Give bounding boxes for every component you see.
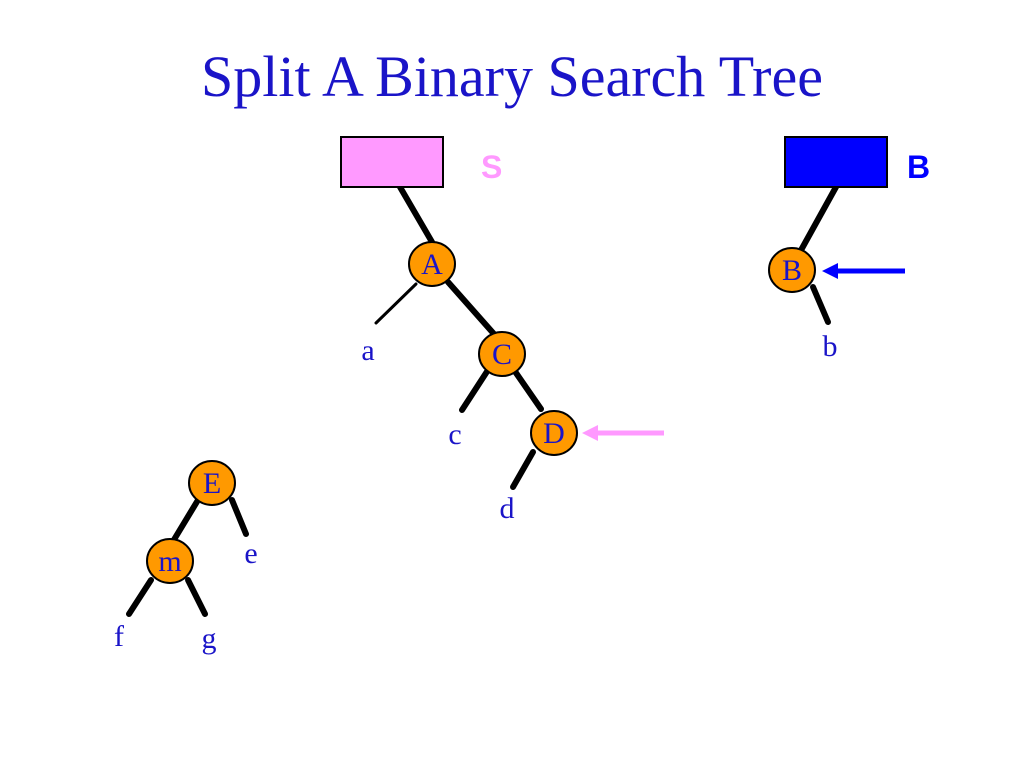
edge-C-to-D: [511, 367, 544, 412]
small-box: [340, 136, 444, 188]
node-A: [408, 241, 456, 287]
edge-D-to-d: [510, 449, 536, 490]
node-m: [146, 538, 194, 584]
tree-edges: [126, 184, 839, 617]
leaf-c: c: [448, 418, 461, 451]
edge-b-box-to-B: [797, 184, 839, 255]
node-E-label: E: [203, 467, 221, 500]
node-A-label: A: [421, 248, 443, 281]
node-B: [768, 247, 816, 293]
leaf-e: e: [244, 537, 257, 570]
big-box-label: B: [907, 149, 930, 185]
edge-A-to-a: [374, 282, 418, 325]
leaf-d: d: [500, 492, 515, 525]
node-m-label: m: [158, 545, 181, 578]
edge-B-to-b: [810, 284, 831, 325]
leaf-f: f: [114, 620, 124, 653]
edge-A-to-C: [445, 279, 497, 337]
node-B-label: B: [782, 254, 802, 287]
node-C: [478, 331, 526, 377]
node-E: [188, 460, 236, 506]
pointer-arrow-B: [822, 263, 905, 279]
leaf-a: a: [361, 334, 374, 367]
edge-s-to-A: [397, 184, 435, 245]
edge-E-to-e: [229, 497, 249, 537]
edge-m-to-g: [185, 577, 208, 617]
big-box: [784, 136, 888, 188]
edge-C-to-c: [459, 367, 491, 413]
node-C-label: C: [492, 338, 512, 371]
page-title: Split A Binary Search Tree: [201, 44, 823, 109]
small-box-label: S: [481, 149, 502, 185]
leaf-b: b: [823, 330, 838, 363]
edge-m-to-f: [126, 577, 154, 617]
pointer-arrow-D: [582, 425, 664, 441]
node-D: [530, 410, 578, 456]
node-D-label: D: [543, 417, 565, 450]
edge-E-to-m: [169, 497, 201, 546]
leaf-g: g: [202, 622, 217, 655]
